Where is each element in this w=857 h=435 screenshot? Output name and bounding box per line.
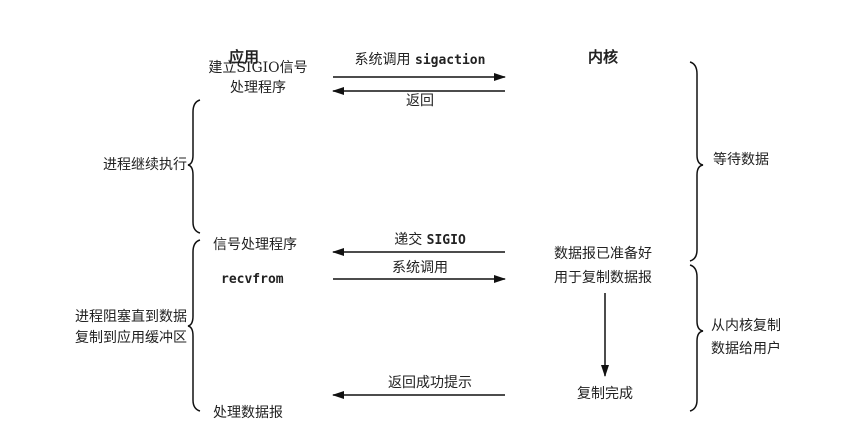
label-continue: 进程继续执行	[103, 157, 187, 173]
label-deliver-sigio: 递交 SIGIO	[394, 231, 466, 250]
setup-handler-line2: 处理程序	[230, 80, 286, 96]
label-blocked-line1: 进程阻塞直到数据	[75, 309, 187, 325]
brace-blocked	[187, 239, 201, 412]
header-kernel: 内核	[587, 48, 619, 66]
label-wait-data: 等待数据	[713, 152, 769, 168]
label-return: 返回	[406, 93, 434, 109]
label-ready-line2: 用于复制数据报	[554, 270, 652, 286]
label-process-datagram: 处理数据报	[213, 405, 283, 421]
label-syscall: 系统调用	[392, 260, 448, 276]
sigaction-name: sigaction	[415, 53, 486, 68]
brace-continue	[187, 99, 201, 234]
label-ready-line1: 数据报已准备好	[554, 246, 652, 262]
brace-copy	[689, 264, 704, 412]
sigio-name: SIGIO	[426, 233, 466, 248]
label-copy-done: 复制完成	[577, 386, 633, 402]
label-copy-line2: 数据给用户	[711, 341, 781, 357]
label-return-ok: 返回成功提示	[388, 375, 472, 391]
syscall-prefix: 系统调用	[354, 52, 411, 68]
label-blocked-line2: 复制到应用缓冲区	[75, 330, 187, 346]
label-recvfrom: recvfrom	[221, 272, 284, 287]
setup-handler-line1: 建立SIGIO信号	[208, 60, 308, 76]
label-copy-line1: 从内核复制	[711, 318, 781, 334]
label-sigaction-call: 系统调用 sigaction	[355, 51, 486, 70]
header-app: 应用	[228, 48, 260, 66]
deliver-prefix: 递交	[394, 232, 423, 248]
brace-wait	[689, 61, 704, 262]
label-signal-handler: 信号处理程序	[213, 237, 297, 253]
